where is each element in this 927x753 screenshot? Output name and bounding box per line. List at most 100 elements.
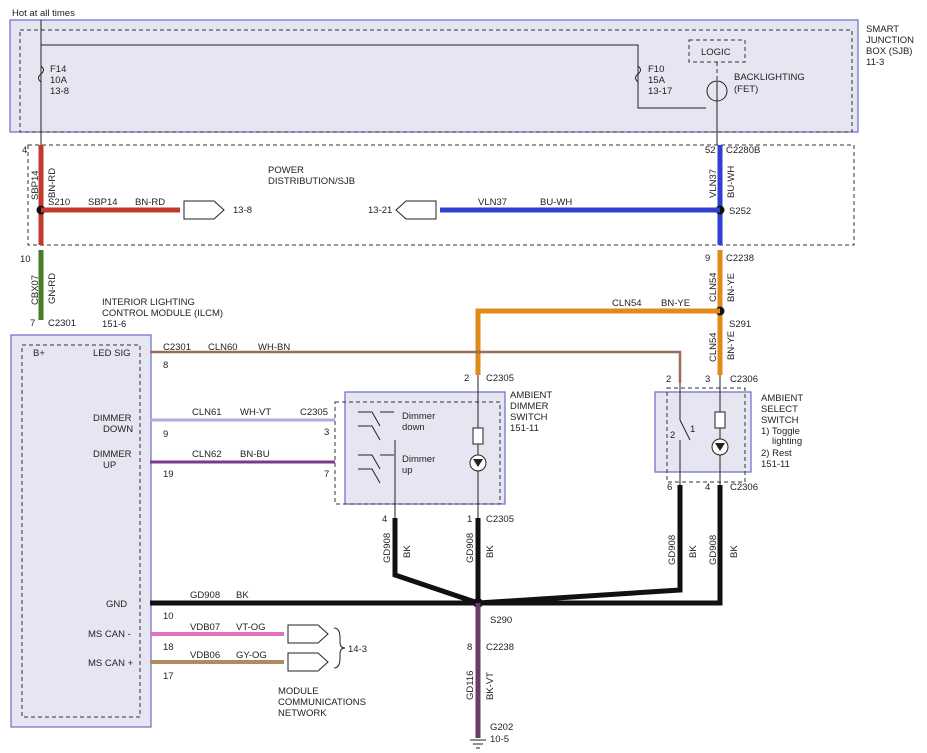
ref-13-8: 13-8 — [233, 205, 252, 216]
ilcm-ref: 151-6 — [102, 319, 126, 330]
gd116-label: GD116 — [465, 671, 476, 700]
ilcm-module: INTERIOR LIGHTING CONTROL MODULE (ILCM) … — [10, 297, 223, 728]
vdb06-label: VDB06 — [190, 650, 220, 661]
gnd-bk-label: BK — [236, 590, 249, 601]
sjb-name-2: JUNCTION — [866, 35, 914, 46]
sbp14-label: SBP14 — [30, 170, 41, 200]
bnbu-label: BN-BU — [240, 449, 270, 460]
led-sig-label: LED SIG — [93, 348, 131, 359]
gnd-circuit: 10 GD908 BK S290 8 C2238 GD116 BK-VT G20… — [150, 590, 514, 749]
ilcm-name-2: CONTROL MODULE (ILCM) — [102, 308, 223, 319]
select-switch-blade — [679, 419, 691, 441]
dimmer-pin-4: 4 — [382, 514, 387, 525]
led-sig-conn: C2301 — [163, 342, 191, 353]
dimmer-bk-left: BK — [402, 545, 413, 558]
bplus-label: B+ — [33, 348, 45, 359]
select-c2306-bottom: C2306 — [730, 482, 758, 493]
select-gd908-right: GD908 — [708, 535, 719, 565]
dimmer-up-circuit: 19 CLN62 BN-BU 7 — [150, 449, 335, 480]
led-sig-pin: 8 — [163, 360, 168, 371]
s291-label: S291 — [729, 319, 751, 330]
smart-junction-box: SMART JUNCTION BOX (SJB) 11-3 F14 10A 13… — [9, 19, 914, 145]
f10-fuse-symbol — [635, 65, 641, 83]
fet-label: (FET) — [734, 84, 758, 95]
dimmer-gd908-left: GD908 — [382, 533, 393, 563]
pin-52-label: 52 — [705, 145, 716, 156]
ilcm-outline — [10, 334, 152, 728]
select-pin-2: 2 — [666, 374, 671, 385]
ground-c2238: C2238 — [486, 642, 514, 653]
select-sw-2: 2 — [670, 430, 675, 441]
select-bk-left: BK — [688, 545, 699, 558]
can-minus-connector — [287, 624, 329, 644]
cln61-label: CLN61 — [192, 407, 222, 418]
f14-rating: 10A — [50, 75, 68, 86]
pin-7-label: 7 — [30, 318, 35, 329]
dimmer-down-text-2: down — [402, 422, 425, 433]
dimmer-pin-1: 1 — [467, 514, 472, 525]
hot-at-all-times-label: Hot at all times — [12, 8, 75, 19]
right-feed: 52 C2280B VLN37 BU-WH S252 13-21 VLN37 B… — [368, 145, 760, 375]
cln54-branch-label: CLN54 — [612, 298, 642, 309]
dimmer-down-pin: 9 — [163, 429, 168, 440]
f10-ref: 13-17 — [648, 86, 672, 97]
select-c2306-top: C2306 — [730, 374, 758, 385]
can-brace — [333, 627, 346, 669]
c2280b-label: C2280B — [726, 145, 760, 156]
dimmer-pin-2: 2 — [464, 373, 469, 384]
select-gd908-right-wire — [478, 485, 723, 606]
dimmer-up-pin: 19 — [163, 469, 174, 480]
select-bk-right: BK — [729, 545, 740, 558]
dimmer-up-contacts — [358, 454, 394, 484]
gd908-label: GD908 — [190, 590, 220, 601]
sjb-dashed-inner — [19, 29, 853, 133]
sjb-name-3: BOX (SJB) — [866, 46, 912, 57]
cbx07-label: CBX07 — [30, 275, 41, 305]
ambient-select-switch: AMBIENT SELECT SWITCH 1) Toggle lighting… — [477, 374, 803, 606]
power-distribution-box — [27, 144, 855, 246]
select-pin-3: 3 — [705, 374, 710, 385]
power-dist-label-1: POWER — [268, 165, 304, 176]
sjb-ref: 11-3 — [866, 57, 884, 68]
g202-label: G202 — [490, 722, 513, 733]
dimmer-switch-name-2: DIMMER — [510, 401, 549, 412]
bnye-label-lower: BN-YE — [726, 331, 737, 360]
gnd-pin: 10 — [163, 611, 174, 622]
whvt-label: WH-VT — [240, 407, 271, 418]
whbn-label: WH-BN — [258, 342, 290, 353]
dimmer-gd908-right: GD908 — [465, 533, 476, 563]
dimmer-bk-right: BK — [485, 545, 496, 558]
vln37-label: VLN37 — [708, 169, 719, 198]
f10-feed-wire — [41, 44, 706, 109]
dimmer-switch-ref: 151-11 — [510, 423, 539, 434]
network-label-1: MODULE — [278, 686, 319, 697]
can-plus-pin: 17 — [163, 671, 174, 682]
dimmer-up-text-1: Dimmer — [402, 454, 435, 465]
pin-10-label: 10 — [20, 254, 31, 265]
bnye-label: BN-YE — [726, 273, 737, 302]
cln54-label: CLN54 — [708, 272, 719, 302]
dimmer-down-contacts — [358, 411, 394, 441]
gyog-label: GY-OG — [236, 650, 267, 661]
can-minus-pin: 18 — [163, 642, 174, 653]
select-switch-outline — [654, 391, 752, 473]
connector-arrow-13-8 — [183, 200, 225, 220]
vln37-branch-label: VLN37 — [478, 197, 507, 208]
dimmer-down-circuit: 9 CLN61 WH-VT C2305 3 — [150, 407, 335, 440]
bnye-branch-label: BN-YE — [661, 298, 690, 309]
select-gd908-left-wire — [477, 485, 683, 606]
network-label-2: COMMUNICATIONS — [278, 697, 366, 708]
f10-rating: 15A — [648, 75, 666, 86]
vdb07-label: VDB07 — [190, 622, 220, 633]
ms-can-minus-label: MS CAN - — [88, 629, 131, 640]
f14-label: F14 — [50, 64, 66, 75]
cln62-label: CLN62 — [192, 449, 222, 460]
dimmer-c2305-bottom: C2305 — [486, 514, 514, 525]
cln60-wire — [150, 350, 682, 383]
ilcm-dashed-inner — [21, 344, 141, 718]
dimmer-resistor — [472, 427, 484, 445]
ms-can-plus-label: MS CAN + — [88, 658, 134, 669]
sjb-name-1: SMART — [866, 24, 899, 35]
s210-label: S210 — [48, 197, 70, 208]
